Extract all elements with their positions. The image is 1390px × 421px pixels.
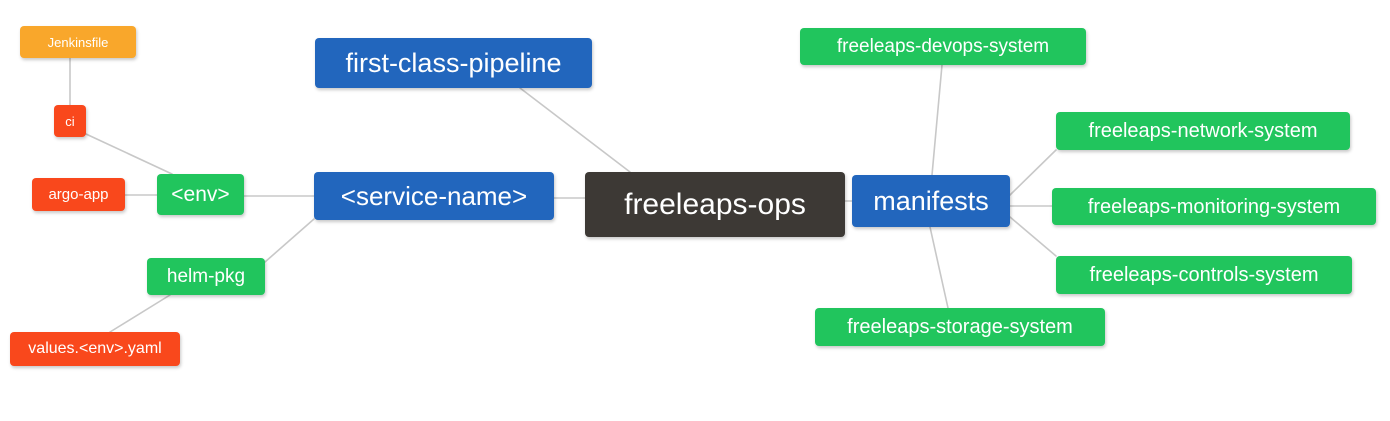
node-freeleaps-devops-system[interactable]: freeleaps-devops-system	[800, 28, 1086, 65]
node-label-manifests: manifests	[873, 185, 989, 216]
node-label-freeleaps-controls-system: freeleaps-controls-system	[1089, 264, 1319, 286]
edge-manifests-to-freeleaps-network-system	[1009, 149, 1057, 196]
edge-manifests-to-freeleaps-controls-system	[1009, 216, 1057, 257]
node-label-jenkinsfile: Jenkinsfile	[47, 34, 109, 50]
node-label-ci: ci	[65, 113, 75, 129]
node-values-yaml[interactable]: values.<env>.yaml	[10, 332, 180, 366]
node-label-values-yaml: values.<env>.yaml	[28, 340, 162, 357]
node-helm-pkg[interactable]: helm-pkg	[147, 258, 265, 295]
node-label-argo-app: argo-app	[48, 186, 109, 203]
node-jenkinsfile[interactable]: Jenkinsfile	[20, 26, 136, 58]
node-label-freeleaps-devops-system: freeleaps-devops-system	[836, 36, 1050, 57]
edge-ci-to-env	[85, 133, 173, 175]
node-freeleaps-controls-system[interactable]: freeleaps-controls-system	[1056, 256, 1352, 294]
node-freeleaps-storage-system[interactable]: freeleaps-storage-system	[815, 308, 1105, 346]
node-label-freeleaps-ops: freeleaps-ops	[624, 187, 806, 221]
node-label-service-name: <service-name>	[340, 181, 528, 211]
edge-manifests-to-freeleaps-devops-system	[931, 64, 943, 176]
edge-manifests-to-freeleaps-storage-system	[929, 226, 949, 309]
node-first-class-pipeline[interactable]: first-class-pipeline	[315, 38, 592, 88]
node-argo-app[interactable]: argo-app	[32, 178, 125, 211]
node-service-name[interactable]: <service-name>	[314, 172, 554, 220]
node-env[interactable]: <env>	[157, 174, 244, 215]
node-freeleaps-network-system[interactable]: freeleaps-network-system	[1056, 112, 1350, 150]
edge-first-class-pipeline-to-freeleaps-ops	[519, 87, 631, 173]
node-label-helm-pkg: helm-pkg	[166, 266, 246, 287]
node-label-freeleaps-network-system: freeleaps-network-system	[1088, 120, 1318, 142]
node-ci[interactable]: ci	[54, 105, 86, 137]
edge-helm-pkg-to-values-yaml	[109, 294, 171, 333]
node-freeleaps-monitoring-system[interactable]: freeleaps-monitoring-system	[1052, 188, 1376, 225]
edge-service-name-to-helm-pkg	[264, 218, 315, 263]
node-freeleaps-ops[interactable]: freeleaps-ops	[585, 172, 845, 237]
node-label-freeleaps-monitoring-system: freeleaps-monitoring-system	[1087, 195, 1341, 218]
node-manifests[interactable]: manifests	[852, 175, 1010, 227]
node-label-env: <env>	[171, 183, 230, 206]
node-label-first-class-pipeline: first-class-pipeline	[345, 47, 562, 78]
node-label-freeleaps-storage-system: freeleaps-storage-system	[847, 316, 1073, 338]
